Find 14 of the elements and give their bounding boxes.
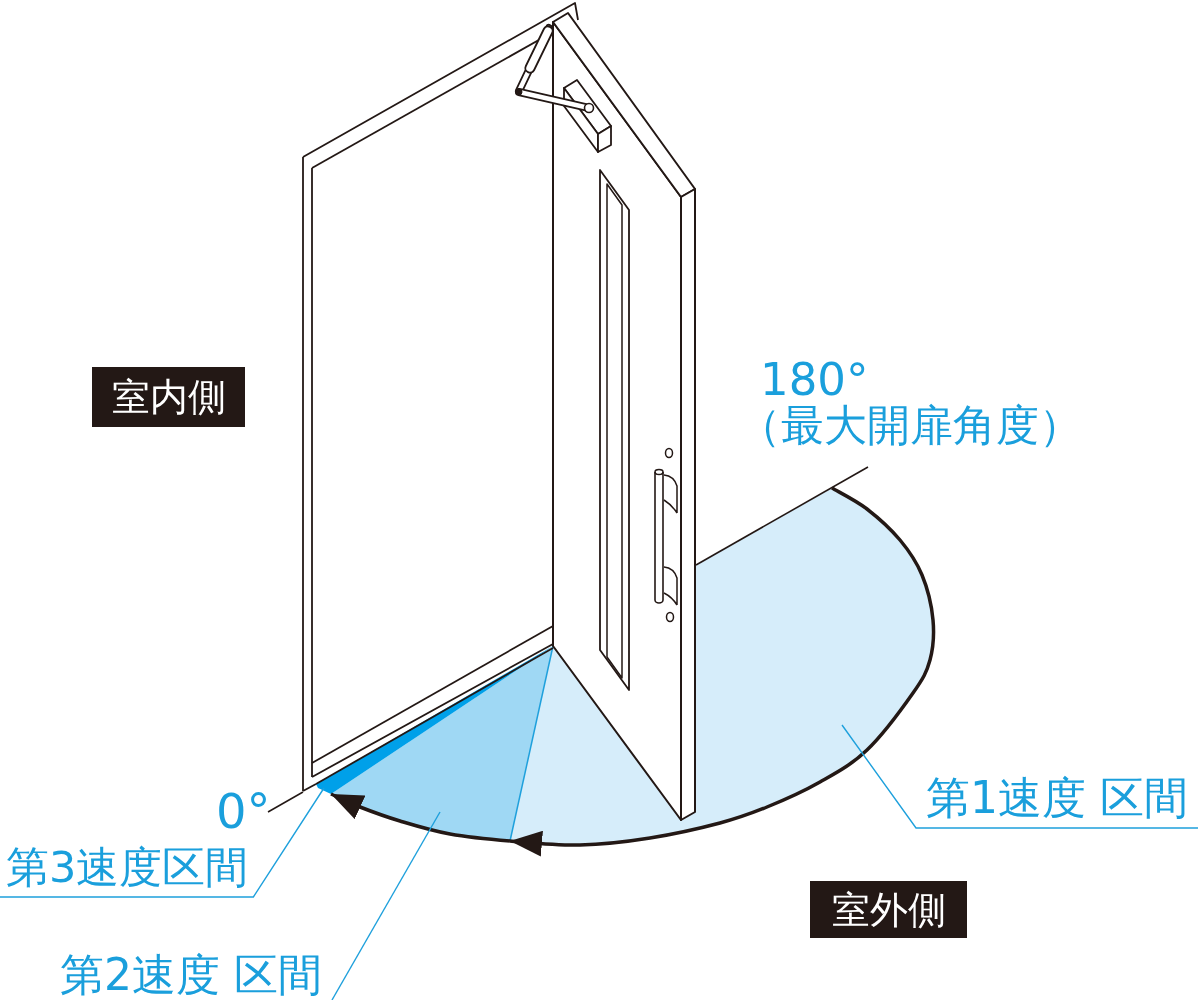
leader-line — [841, 724, 1199, 829]
angle-label: 0° — [216, 787, 271, 835]
shaded-sector — [331, 645, 554, 842]
leader-line — [0, 787, 325, 898]
side-label: 室外側 — [810, 881, 967, 938]
shaded-sector — [316, 646, 553, 794]
arc-arrow — [330, 792, 511, 843]
callout-label: 第1速度 区間 — [926, 776, 1188, 820]
leader-line — [331, 811, 441, 1000]
side-label: 室内側 — [92, 367, 245, 427]
angle-note: （最大開扉角度） — [738, 404, 1082, 447]
callout-label: 第2速度 区間 — [60, 953, 322, 997]
callout-label: 第3速度区間 — [6, 846, 249, 889]
angle-label: 180° — [760, 357, 869, 402]
